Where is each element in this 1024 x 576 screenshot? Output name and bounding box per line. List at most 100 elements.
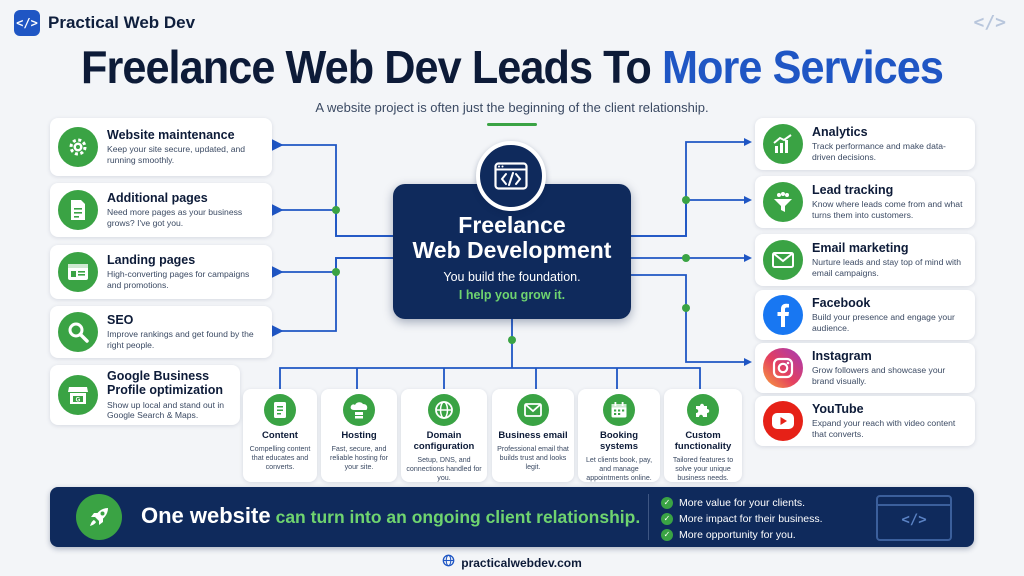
- svc-desc: Professional email that builds trust and…: [497, 444, 569, 471]
- envelope-icon: [517, 394, 549, 426]
- bottom-card-custom[interactable]: Custom functionality Tailored features t…: [664, 389, 742, 482]
- check-icon: ✓: [661, 496, 673, 509]
- document-icon: [58, 190, 98, 230]
- left-card-maintenance[interactable]: Website maintenance Keep your site secur…: [50, 118, 272, 176]
- svg-text:G: G: [76, 398, 81, 404]
- card-desc: Keep your site secure, updated, and runn…: [107, 144, 246, 166]
- card-desc: Improve rankings and get found by the ri…: [107, 329, 254, 351]
- footer-url-link[interactable]: practicalwebdev.com: [461, 556, 582, 570]
- svc-desc: Setup, DNS, and connections handled for …: [406, 455, 482, 482]
- storefront-icon: G: [58, 375, 98, 415]
- right-card-email-marketing[interactable]: Email marketing Nurture leads and stay t…: [755, 234, 975, 286]
- card-desc: Need more pages as your business grows? …: [107, 207, 243, 229]
- card-desc: Track performance and make data-driven d…: [812, 141, 946, 163]
- svc-title: Content: [262, 430, 298, 441]
- banner-code: </>: [901, 512, 927, 528]
- card-desc: Know where leads come from and what turn…: [812, 199, 963, 221]
- facebook-icon: [763, 295, 803, 335]
- banner-main: One website: [141, 503, 271, 528]
- bottom-card-hosting[interactable]: Hosting Fast, secure, and reliable hosti…: [321, 389, 397, 482]
- bottom-card-booking[interactable]: Booking systems Let clients book, pay, a…: [578, 389, 660, 482]
- svc-desc: Let clients book, pay, and manage appoin…: [585, 455, 653, 482]
- magnifier-icon: [58, 312, 98, 352]
- page-subtitle: A website project is often just the begi…: [315, 100, 709, 115]
- right-card-instagram[interactable]: Instagram Grow followers and showcase yo…: [755, 343, 975, 393]
- bottom-card-domain[interactable]: Domain configuration Setup, DNS, and con…: [401, 389, 487, 482]
- page-title: Freelance Web Dev Leads To More Services: [31, 40, 994, 94]
- cloud-server-icon: [343, 394, 375, 426]
- card-desc: Nurture leads and stay top of mind with …: [812, 257, 962, 279]
- bottom-card-content[interactable]: Content Compelling content that educates…: [243, 389, 317, 482]
- envelope-icon: [763, 240, 803, 280]
- banner-point-text: More value for your clients.: [679, 496, 806, 509]
- left-card-seo[interactable]: SEO Improve rankings and get found by th…: [50, 306, 272, 358]
- card-desc: High-converting pages for campaigns and …: [107, 269, 250, 291]
- card-title: Analytics: [812, 125, 868, 140]
- brand-logo-icon: </>: [14, 10, 40, 36]
- banner-point: ✓ More value for your clients.: [661, 496, 823, 509]
- funnel-icon: [763, 182, 803, 222]
- youtube-icon: [763, 401, 803, 441]
- landing-page-icon: [58, 252, 98, 292]
- center-sub-line2: I help you grow it.: [458, 287, 566, 302]
- card-title: Website maintenance: [107, 128, 235, 143]
- banner-point: ✓ More opportunity for you.: [661, 528, 823, 541]
- check-icon: ✓: [661, 512, 673, 525]
- code-window-icon: [476, 141, 546, 211]
- globe-icon: [442, 554, 455, 572]
- card-title: Google Business Profile optimization: [107, 368, 223, 398]
- right-card-youtube[interactable]: YouTube Expand your reach with video con…: [755, 396, 975, 446]
- brand-name: Practical Web Dev: [48, 13, 196, 32]
- svc-desc: Tailored features to solve your unique b…: [672, 455, 734, 482]
- left-card-landing-pages[interactable]: Landing pages High-converting pages for …: [50, 245, 272, 299]
- center-title-line2: Web Development: [412, 237, 612, 264]
- card-title: YouTube: [812, 402, 864, 417]
- banner-point-text: More impact for their business.: [679, 512, 823, 525]
- left-card-google-business[interactable]: G Google Business Profile optimization S…: [50, 365, 240, 425]
- card-title: Landing pages: [107, 253, 196, 268]
- footer[interactable]: practicalwebdev.com: [0, 554, 1024, 572]
- browser-code-icon: </>: [876, 495, 952, 541]
- center-sub-line1: You build the foundation.: [443, 269, 581, 284]
- bottom-card-business-email[interactable]: Business email Professional email that b…: [492, 389, 574, 482]
- right-card-facebook[interactable]: Facebook Build your presence and engage …: [755, 290, 975, 340]
- chart-icon: [763, 124, 803, 164]
- svc-title: Domain configuration: [413, 430, 475, 452]
- banner-highlight: can turn into an ongoing client relation…: [275, 507, 641, 527]
- card-title: Email marketing: [812, 241, 909, 256]
- card-title: Instagram: [812, 349, 872, 364]
- card-title: Lead tracking: [812, 183, 894, 198]
- content-doc-icon: [264, 394, 296, 426]
- svc-title: Hosting: [341, 430, 377, 441]
- right-card-lead-tracking[interactable]: Lead tracking Know where leads come from…: [755, 176, 975, 228]
- title-part1: Freelance Web Dev Leads To: [80, 41, 662, 93]
- card-title: Additional pages: [107, 191, 208, 206]
- calendar-icon: [603, 394, 635, 426]
- card-title: SEO: [107, 313, 134, 328]
- title-part2: More Services: [661, 41, 944, 93]
- rocket-icon: [76, 494, 122, 540]
- card-desc: Expand your reach with video content tha…: [812, 418, 956, 440]
- instagram-icon: [763, 348, 803, 388]
- card-desc: Show up local and stand out in Google Se…: [107, 399, 225, 421]
- cta-banner: [50, 487, 974, 547]
- svc-title: Booking systems: [599, 430, 639, 452]
- svc-desc: Compelling content that educates and con…: [249, 444, 311, 471]
- right-card-analytics[interactable]: Analytics Track performance and make dat…: [755, 118, 975, 170]
- svc-desc: Fast, secure, and reliable hosting for y…: [330, 444, 388, 471]
- globe-icon: [428, 394, 460, 426]
- card-desc: Build your presence and engage your audi…: [812, 312, 955, 334]
- gear-icon: [58, 127, 98, 167]
- banner-divider: [648, 494, 649, 540]
- card-title: Facebook: [812, 296, 871, 311]
- center-title-line1: Freelance: [458, 212, 566, 238]
- check-icon: ✓: [661, 528, 673, 541]
- svc-title: Business email: [498, 430, 568, 441]
- svc-title: Custom functionality: [674, 430, 732, 452]
- left-card-additional-pages[interactable]: Additional pages Need more pages as your…: [50, 183, 272, 237]
- subtitle-underline: [487, 123, 537, 126]
- banner-point-text: More opportunity for you.: [679, 528, 796, 541]
- brand[interactable]: </> Practical Web Dev: [14, 10, 195, 36]
- puzzle-icon: [687, 394, 719, 426]
